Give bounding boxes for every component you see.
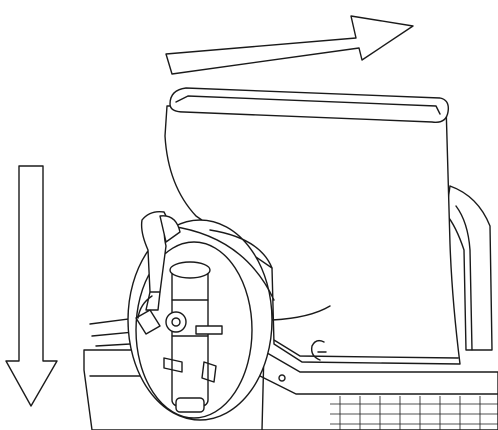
- slide-right-arrow: [165, 15, 414, 75]
- bowl-latch-icon: [310, 339, 327, 361]
- valve-piston: [135, 261, 223, 413]
- pull-down-arrow: [5, 165, 58, 407]
- dispensing-handle: [140, 210, 181, 311]
- bowl: [164, 87, 461, 382]
